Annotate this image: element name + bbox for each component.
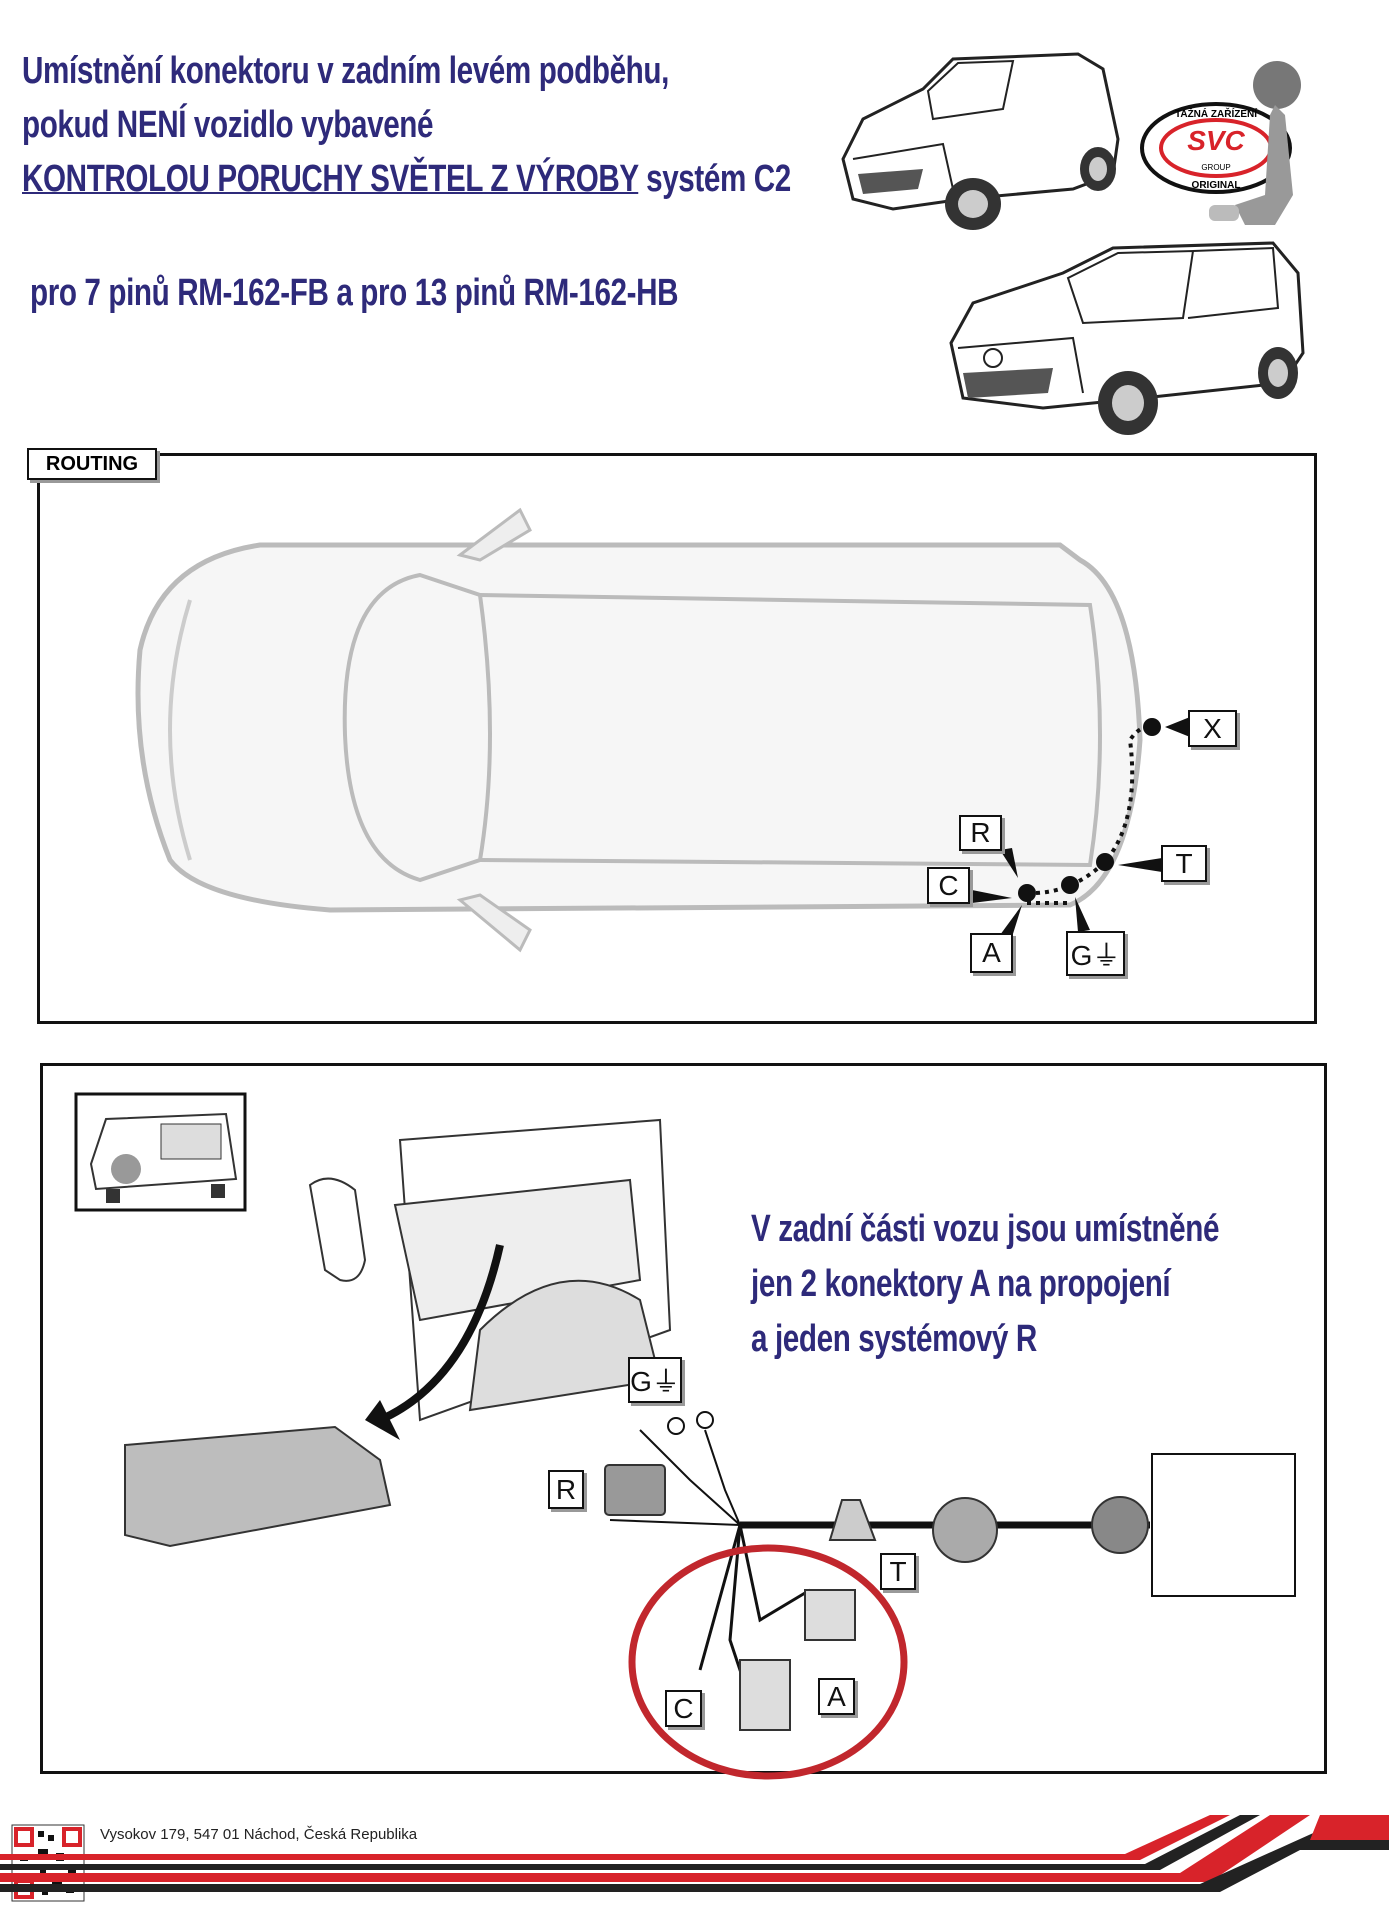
title-line-3: KONTROLOU PORUCHY SVĚTEL Z VÝROBY systém… — [22, 158, 791, 201]
car-illustration-renault — [841, 52, 1120, 230]
detail-label-g: G⏚ — [628, 1357, 682, 1403]
routing-point-a: A — [970, 933, 1013, 973]
routing-point-t: T — [1161, 845, 1207, 882]
title-line-2: pokud NENÍ vozidlo vybavené — [22, 104, 434, 146]
logo-group-text: GROUP — [1201, 163, 1230, 172]
detail-text-line-1: V zadní části vozu jsou umístněné — [751, 1208, 1220, 1250]
routing-point-g: G⏚ — [1066, 931, 1125, 976]
title-line-4: pro 7 pinů RM-162-FB a pro 13 pinů RM-16… — [30, 272, 679, 314]
logo-brand-text: SVC — [1187, 125, 1245, 156]
detail-label-t: T — [880, 1553, 916, 1590]
tow-hitch-image — [1209, 61, 1301, 225]
routing-point-r: R — [959, 815, 1002, 851]
logo-top-text: TAŽNÁ ZAŘÍZENÍ — [1175, 107, 1257, 120]
routing-point-x: X — [1188, 710, 1237, 747]
title-line-1: Umístnění konektoru v zadním levém podbě… — [22, 50, 669, 92]
detail-text-line-2: jen 2 konektory A na propojení — [751, 1263, 1171, 1305]
detail-frame — [40, 1063, 1327, 1774]
routing-point-c: C — [927, 867, 970, 904]
detail-label-a: A — [818, 1678, 855, 1715]
detail-label-r: R — [548, 1470, 584, 1509]
title-rest: systém C2 — [638, 158, 791, 200]
car-illustration-mercedes — [949, 241, 1305, 435]
detail-text-line-3: a jeden systémový R — [751, 1318, 1037, 1360]
footer-address: Vysokov 179, 547 01 Náchod, Česká Republ… — [100, 1826, 418, 1843]
svc-logo: TAŽNÁ ZAŘÍZENÍ SVC GROUP ORIGINAL — [1140, 102, 1292, 194]
logo-bottom-text: ORIGINAL — [1192, 180, 1241, 191]
title-underlined: KONTROLOU PORUCHY SVĚTEL Z VÝROBY — [22, 158, 639, 200]
detail-label-c: C — [665, 1690, 702, 1727]
routing-frame — [37, 453, 1317, 1024]
routing-label: ROUTING — [27, 448, 157, 480]
footer-stripes — [0, 1815, 1389, 1892]
rear-car-thumbnail — [74, 1092, 247, 1212]
